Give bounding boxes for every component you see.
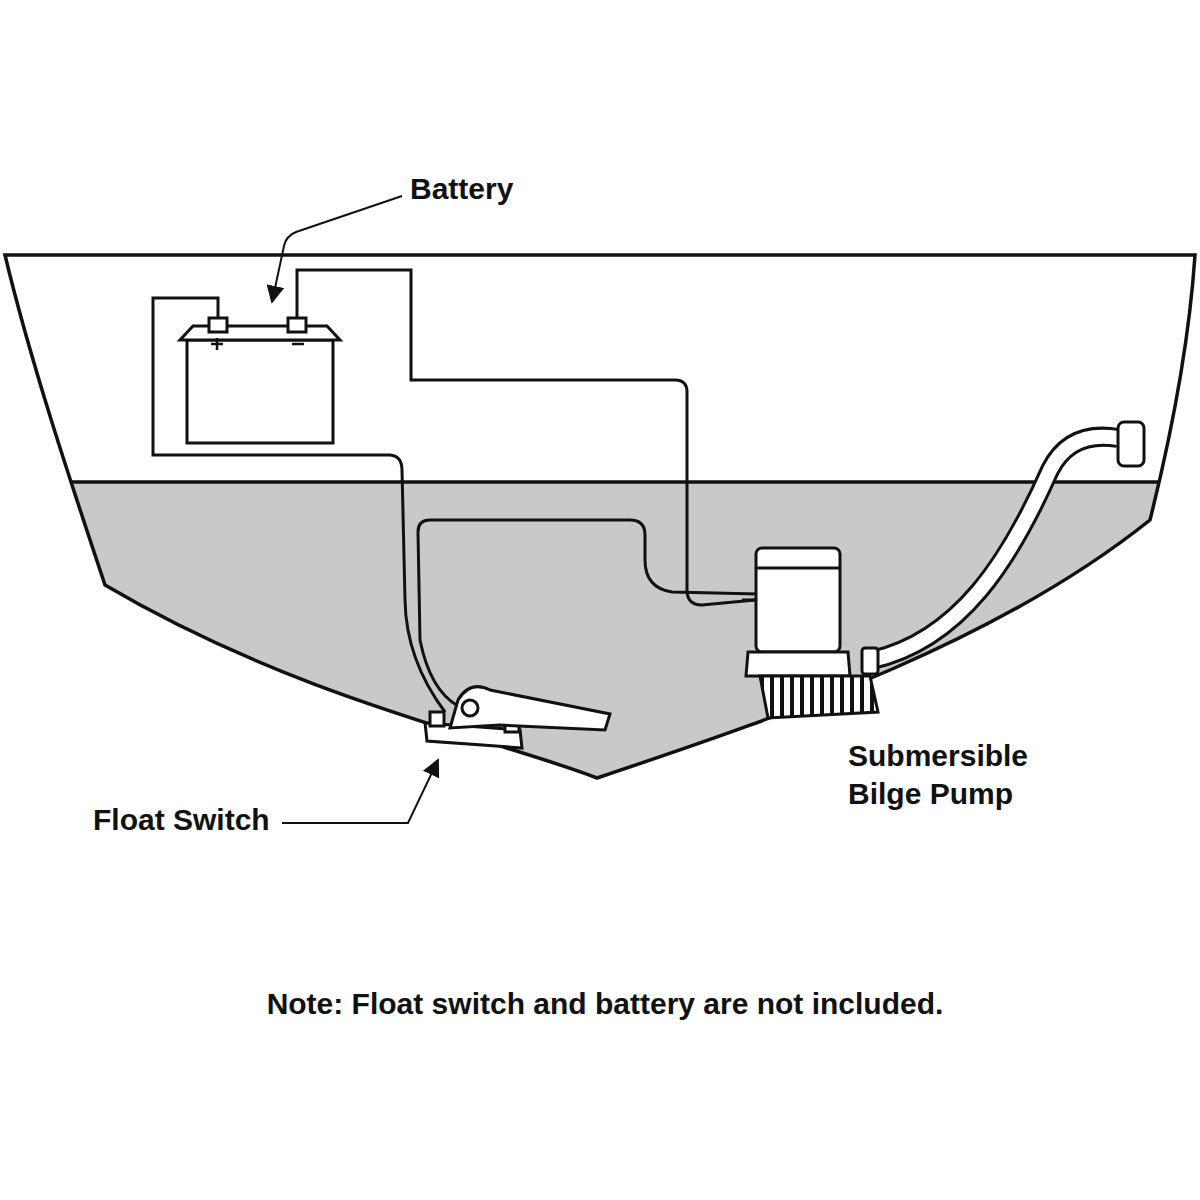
part-label: Submersible Bilge Pump	[848, 737, 1053, 812]
discharge-hose	[872, 422, 1144, 660]
note-text: Note: Float switch and battery are not i…	[5, 985, 1200, 1023]
hull-outline	[5, 255, 1195, 778]
water-line	[0, 480, 1200, 484]
wires	[153, 270, 758, 712]
bilge-pump-illustration	[742, 548, 878, 718]
part-label: Float Switch	[93, 801, 270, 839]
leader-lines	[272, 196, 438, 823]
float-switch-illustration	[425, 687, 610, 748]
part-label: Battery	[410, 170, 513, 208]
battery-illustration	[180, 318, 340, 443]
